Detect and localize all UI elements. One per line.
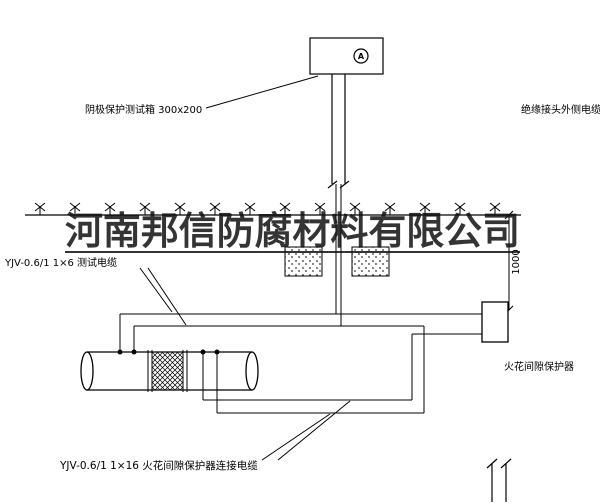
test-cables-vertical	[335, 184, 342, 326]
spark-gap-label: 火花间隙保护器	[504, 360, 574, 373]
spark-gap-protector	[481, 301, 509, 343]
ammeter-symbol	[353, 48, 369, 64]
watermark-text: 河南邦信防腐材料有限公司	[65, 211, 520, 253]
test-box-label: 阴极保护测试箱 300x200	[85, 103, 202, 116]
pipe-end-left	[80, 351, 94, 391]
ammeter-letter: A	[358, 52, 365, 61]
pipe-end-right	[245, 351, 259, 391]
dimension-value: 1000	[511, 249, 522, 274]
ground-symbol	[34, 202, 46, 216]
test-box-outline	[309, 37, 384, 75]
label-leader-lines	[139, 267, 351, 461]
test-box-leader-line	[205, 75, 319, 109]
test-cable-label: YJV-0.6/1 1×6 测试电缆	[4, 256, 117, 269]
connection-cable-label: YJV-0.6/1 1×16 火花间隙保护器连接电缆	[59, 459, 258, 472]
insulating-joint	[147, 350, 188, 392]
cathodic-test-box	[309, 37, 384, 75]
conduit-riser	[327, 74, 350, 189]
company-watermark: 河南邦信防腐材料有限公司	[65, 211, 520, 253]
cable-routing	[119, 313, 482, 414]
insulated-joint-cable-label: 绝缘接头外侧电缆	[521, 103, 600, 116]
riser-break-symbol	[486, 458, 512, 502]
